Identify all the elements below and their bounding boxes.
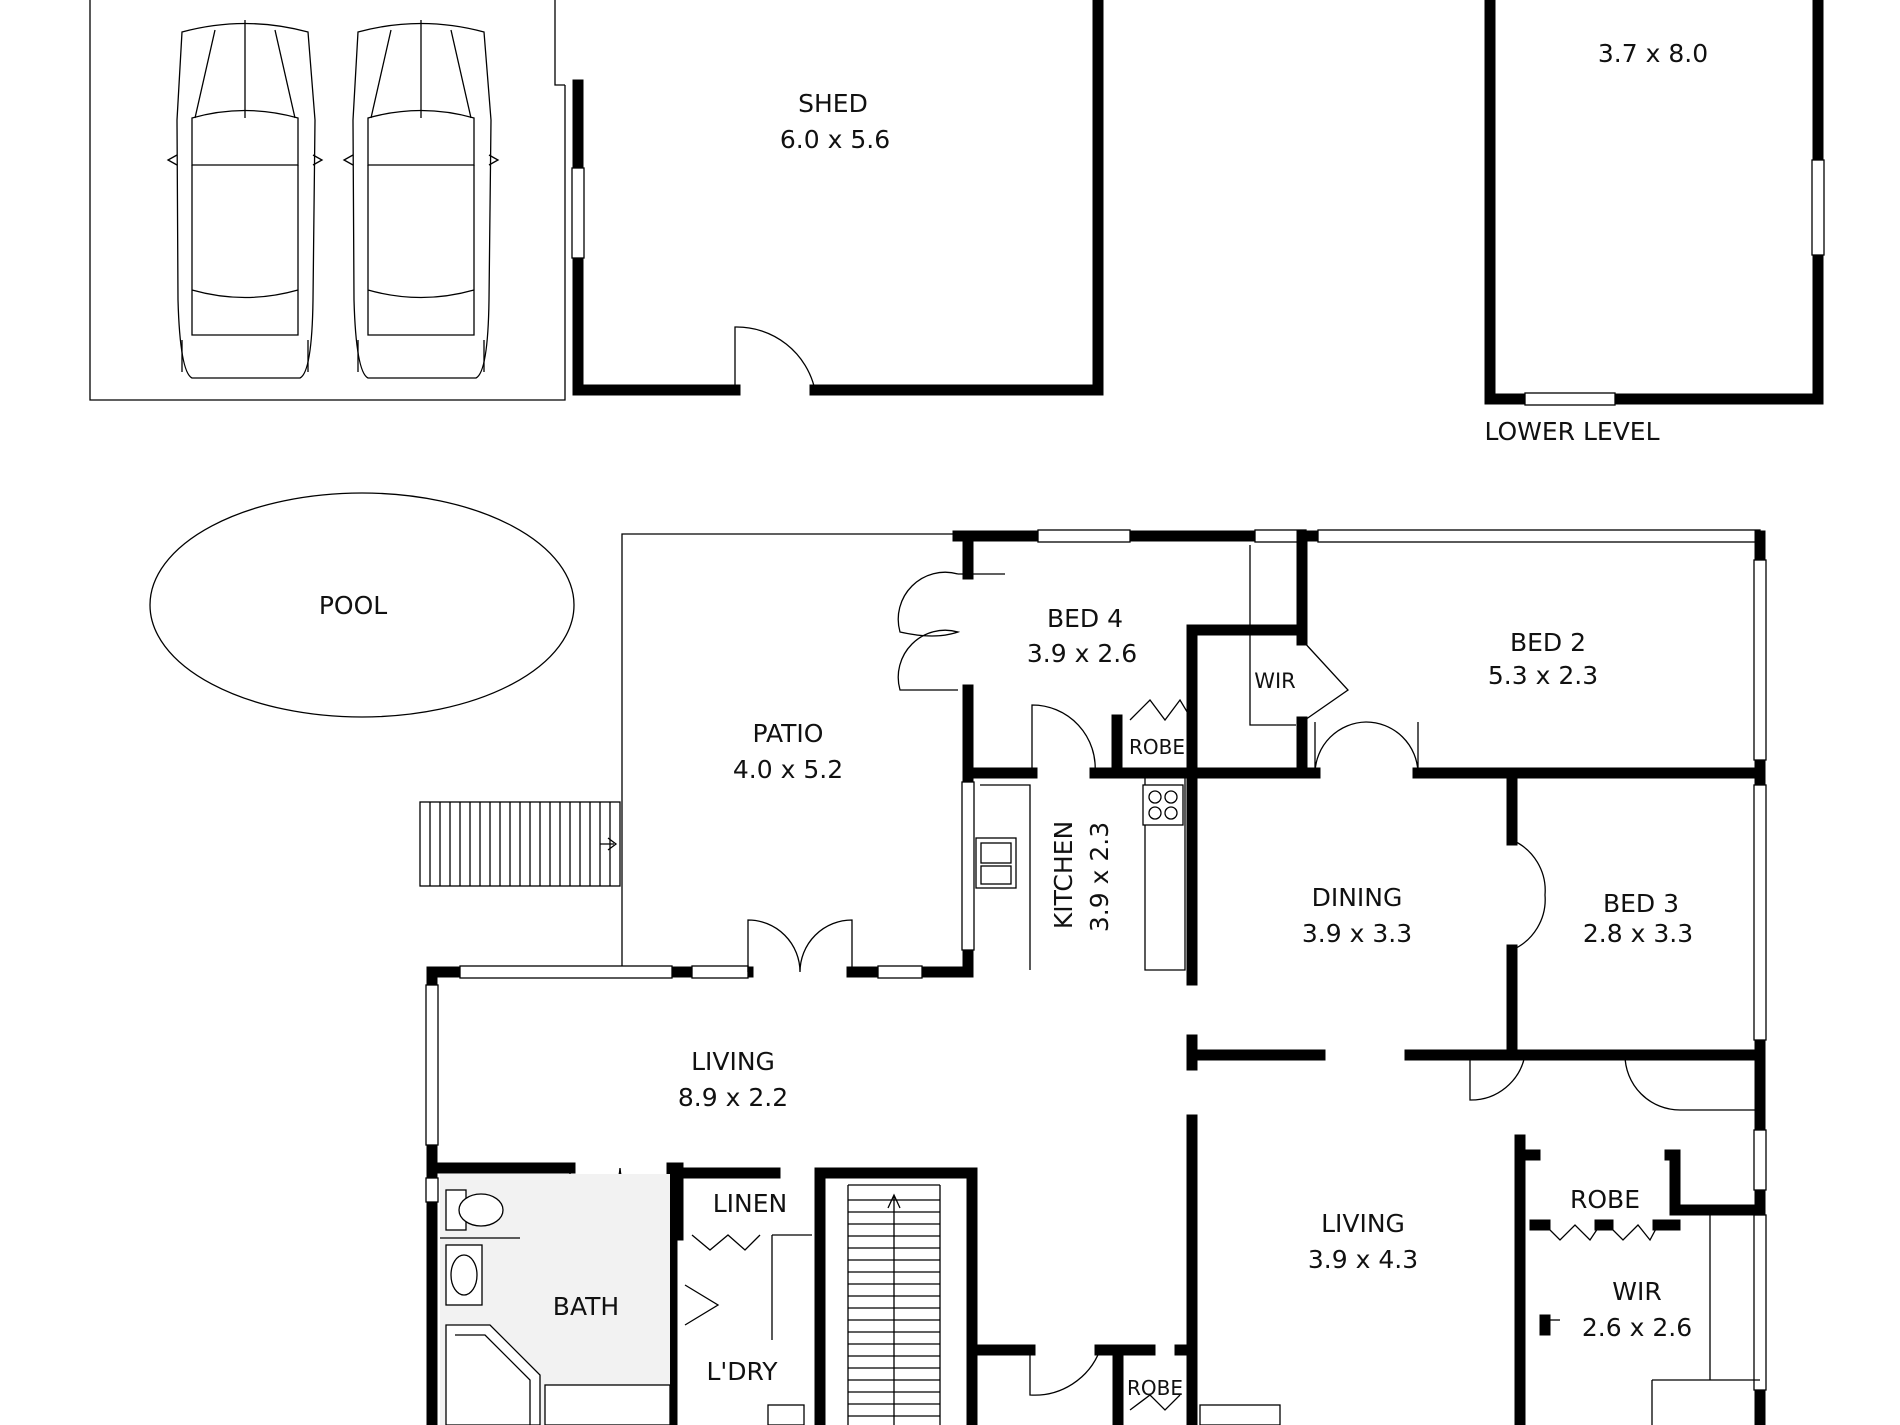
pool: POOL [149, 492, 575, 718]
kitchen-fixtures [975, 777, 1186, 971]
wir-bed2-name: WIR [1254, 669, 1296, 693]
car-left [166, 20, 324, 379]
carport [89, 0, 566, 401]
bathroom-fixtures [440, 1174, 1281, 1425]
interior-stairs [847, 1184, 941, 1425]
kitchen-dims: 3.9 x 2.3 [1085, 822, 1114, 932]
living-main-name: LIVING [691, 1047, 775, 1076]
bed4-name: BED 4 [1047, 604, 1123, 633]
living-second-dims: 3.9 x 4.3 [1308, 1245, 1418, 1274]
kitchen-name: KITCHEN [1049, 821, 1078, 929]
bed2-dims: 5.3 x 2.3 [1488, 661, 1598, 690]
bed3-dims: 2.8 x 3.3 [1583, 919, 1693, 948]
patio-name: PATIO [753, 719, 824, 748]
bed2-name: BED 2 [1510, 628, 1586, 657]
car-right [342, 20, 500, 379]
lower-level-label: LOWER LEVEL [1484, 417, 1659, 446]
patio: PATIO 4.0 x 5.2 [621, 533, 958, 967]
robe-bed4-name: ROBE [1129, 735, 1185, 759]
bed4-dims: 3.9 x 2.6 [1027, 639, 1137, 668]
lower-room-dims: 3.7 x 8.0 [1598, 39, 1708, 68]
robe-hall-name: ROBE [1127, 1376, 1183, 1400]
wir-master-name: WIR [1612, 1277, 1661, 1306]
shed-dims: 6.0 x 5.6 [780, 125, 890, 154]
wir-master-dims: 2.6 x 2.6 [1582, 1313, 1692, 1342]
laundry-name: L'DRY [706, 1357, 778, 1386]
dining-name: DINING [1312, 883, 1403, 912]
door-swings [569, 571, 1760, 1411]
living-second-name: LIVING [1321, 1209, 1405, 1238]
linen-name: LINEN [713, 1189, 788, 1218]
pool-name: POOL [319, 591, 387, 620]
living-main-dims: 8.9 x 2.2 [678, 1083, 788, 1112]
room-labels: BED 4 3.9 x 2.6 ROBE WIR BED 2 5.3 x 2.3… [553, 604, 1693, 1400]
shed-name: SHED [798, 89, 868, 118]
shed: SHED 6.0 x 5.6 [571, 0, 1104, 396]
lower-level-room: 3.7 x 8.0 LOWER LEVEL [1484, 0, 1825, 446]
patio-dims: 4.0 x 5.2 [733, 755, 843, 784]
exterior-stairs [419, 801, 621, 887]
bath-name: BATH [553, 1292, 619, 1321]
house-walls [425, 529, 1767, 1425]
robe-master-name: ROBE [1570, 1185, 1640, 1214]
bed3-name: BED 3 [1603, 889, 1679, 918]
master-wir-fixtures [1539, 1210, 1760, 1425]
dining-dims: 3.9 x 3.3 [1302, 919, 1412, 948]
